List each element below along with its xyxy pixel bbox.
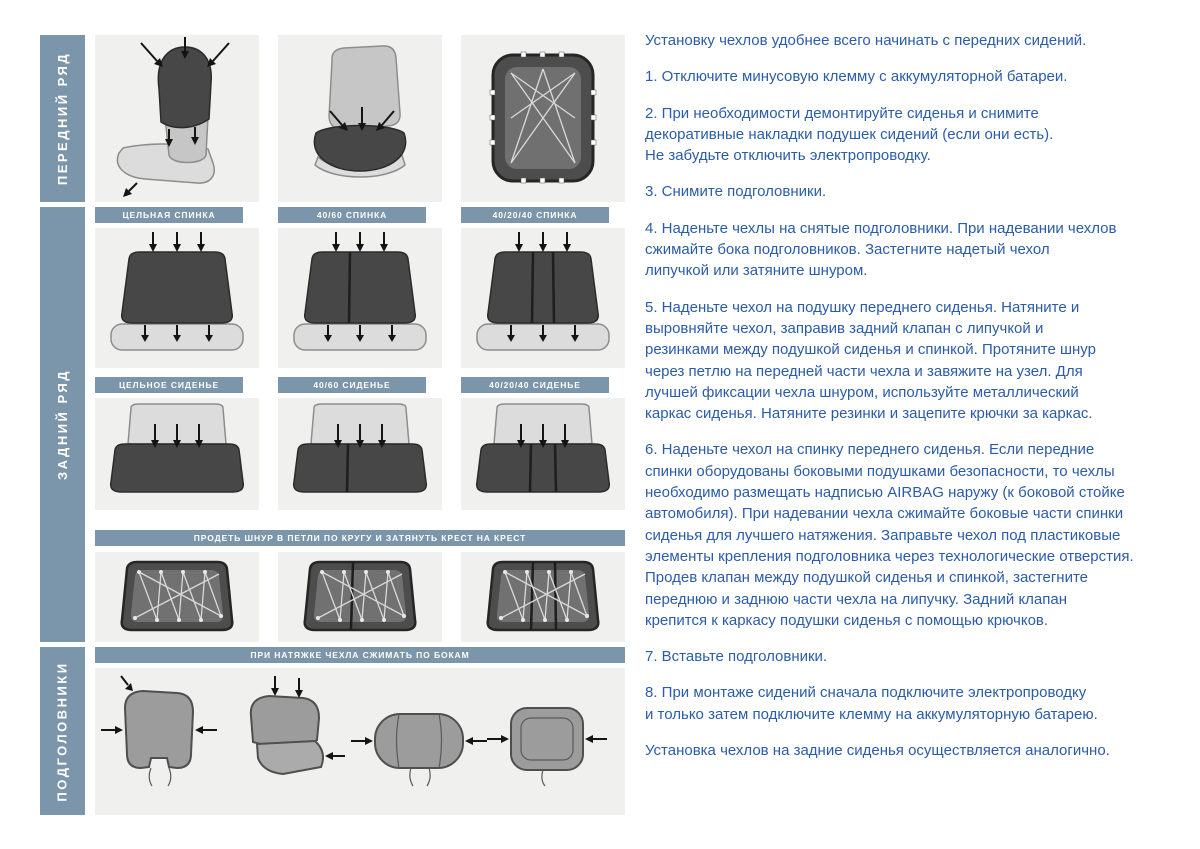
rear-cushion-solid-panel bbox=[95, 398, 259, 510]
pull-arrows bbox=[151, 424, 203, 448]
front-seat-cushion-cover-illustration bbox=[313, 45, 407, 178]
rear-lace-note-bar: ПРОДЕТЬ ШНУР В ПЕТЛИ ПО КРУГУ И ЗАТЯНУТЬ… bbox=[95, 530, 625, 546]
pull-arrows bbox=[141, 232, 213, 342]
rear-cushion-type-label-3: 40/20/40 СИДЕНЬЕ bbox=[461, 377, 609, 393]
cushion-cover bbox=[313, 124, 407, 172]
headrests-label: ПОДГОЛОВНИКИ bbox=[55, 660, 71, 802]
split-line-2 bbox=[551, 251, 556, 324]
headrest-cylinder bbox=[351, 713, 487, 787]
seat-cover bbox=[157, 46, 212, 129]
cord-lacing bbox=[133, 570, 223, 622]
pull-arrows bbox=[334, 424, 386, 448]
pull-arrows bbox=[517, 424, 569, 448]
rear-frame-lacing-panel-2 bbox=[278, 552, 442, 642]
front-panel-backrest-cover bbox=[95, 35, 259, 202]
bench-backrest bbox=[486, 251, 600, 324]
front-seat-backrest-cover-illustration bbox=[116, 37, 230, 197]
front-panel-frame-lacing bbox=[461, 35, 625, 202]
bench-cushion-cover bbox=[292, 443, 428, 493]
section-bar-rear-row: ЗАДНИЙ РЯД bbox=[40, 207, 85, 642]
split-line-2 bbox=[553, 561, 558, 631]
split-line bbox=[347, 251, 352, 324]
rear-cushion-type-label-2: 40/60 СИДЕНЬЕ bbox=[278, 377, 426, 393]
frame-clips bbox=[489, 51, 597, 184]
headrest-squeeze bbox=[101, 675, 217, 787]
rear-frame-lacing-panel-3 bbox=[461, 552, 625, 642]
rear-back-type-label-3: 40/20/40 СПИНКА bbox=[461, 207, 609, 223]
rear-row-label: ЗАДНИЙ РЯД bbox=[55, 369, 71, 480]
section-bar-headrests: ПОДГОЛОВНИКИ bbox=[40, 647, 85, 815]
rear-back-40-20-40-illustration bbox=[476, 232, 610, 351]
rear-back-type-label-2: 40/60 СПИНКА bbox=[278, 207, 426, 223]
rear-frame-lacing-illustration-1 bbox=[120, 560, 234, 632]
rear-cushion-type-label-1: ЦЕЛЬНОЕ СИДЕНЬЕ bbox=[95, 377, 243, 393]
rear-frame-lacing-illustration-2 bbox=[303, 560, 417, 632]
pull-arrows bbox=[329, 107, 395, 131]
cord-lacing bbox=[499, 570, 589, 622]
cord-lacing bbox=[510, 68, 576, 164]
split-line bbox=[349, 561, 355, 631]
rear-frame-lacing-illustration-3 bbox=[486, 560, 600, 632]
split-line-1 bbox=[529, 561, 535, 631]
headrest-pillow bbox=[487, 707, 607, 787]
headrest-cover-fold bbox=[249, 676, 345, 776]
pull-arrows bbox=[507, 232, 579, 342]
rear-cushion-40-60-panel bbox=[278, 398, 442, 510]
pull-arrows bbox=[123, 37, 230, 197]
rear-back-type-label-1: ЦЕЛЬНАЯ СПИНКА bbox=[95, 207, 243, 223]
front-panel-cushion-cover bbox=[278, 35, 442, 202]
instruction-step-7: 7. Вставьте подголовники. bbox=[645, 648, 828, 666]
split-line bbox=[345, 443, 350, 493]
instruction-step-8: 8. При монтаже сидений сначала подключит… bbox=[645, 684, 1098, 723]
instruction-step-5: 5. Наденьте чехол на подушку переднего с… bbox=[645, 298, 1096, 423]
bench-backrest bbox=[303, 251, 417, 324]
instruction-step-3: 3. Снимите подголовники. bbox=[645, 183, 827, 201]
rear-cushion-40-20-40-panel bbox=[461, 398, 625, 510]
instruction-step-1: 1. Отключите минусовую клемму с аккумуля… bbox=[645, 68, 1068, 86]
headrest-note-bar: ПРИ НАТЯЖКЕ ЧЕХЛА СЖИМАТЬ ПО БОКАМ bbox=[95, 647, 625, 663]
front-row-label: ПЕРЕДНИЙ РЯД bbox=[55, 51, 71, 186]
headrests-panel bbox=[95, 668, 625, 815]
instruction-outro: Установка чехлов на задние сиденья осуще… bbox=[645, 742, 1110, 760]
bench-cushion-cover bbox=[475, 443, 611, 493]
pull-arrows bbox=[324, 232, 396, 342]
front-seat-frame-lacing-illustration bbox=[489, 51, 597, 184]
rear-back-40-20-40-panel bbox=[461, 228, 625, 368]
instruction-step-2: 2. При необходимости демонтируйте сидень… bbox=[645, 104, 1054, 165]
instruction-step-4: 4. Наденьте чехлы на снятые подголовники… bbox=[645, 219, 1117, 280]
bench-cushion-cover bbox=[109, 443, 245, 493]
split-line-2 bbox=[553, 443, 558, 493]
rear-cushion-40-20-40-illustration bbox=[475, 403, 611, 493]
rear-back-40-60-panel bbox=[278, 228, 442, 368]
rear-cushion-40-60-illustration bbox=[292, 403, 428, 493]
instruction-step-6: 6. Наденьте чехол на спинку переднего си… bbox=[645, 441, 1134, 629]
split-line-1 bbox=[528, 443, 533, 493]
section-bar-front-row: ПЕРЕДНИЙ РЯД bbox=[40, 35, 85, 202]
rear-back-solid-illustration bbox=[110, 232, 244, 351]
rear-frame-lacing-panel-1 bbox=[95, 552, 259, 642]
rear-cushion-solid-illustration bbox=[109, 403, 245, 493]
cord-lacing bbox=[316, 570, 406, 622]
instruction-intro: Установку чехлов удобнее всего начинать … bbox=[645, 32, 1087, 49]
rear-back-40-60-illustration bbox=[293, 232, 427, 351]
split-line-1 bbox=[530, 251, 535, 324]
rear-back-solid-panel bbox=[95, 228, 259, 368]
headrests-illustration bbox=[101, 675, 607, 787]
instruction-text-column: Установку чехлов удобнее всего начинать … bbox=[645, 30, 1172, 776]
bench-backrest bbox=[120, 251, 234, 324]
